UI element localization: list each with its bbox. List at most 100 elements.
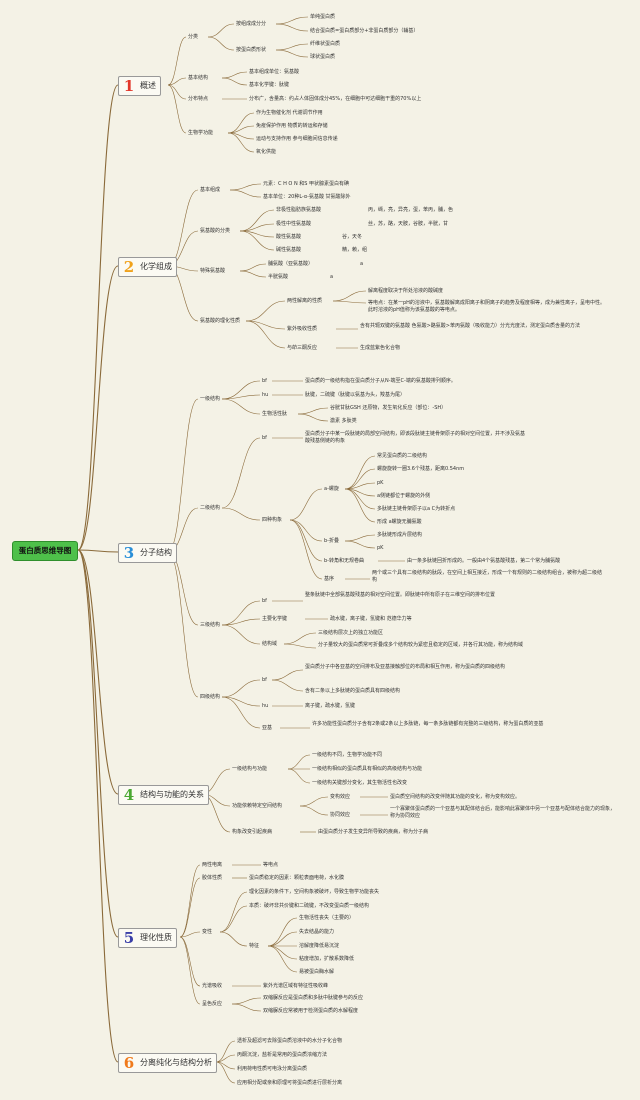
connector-line (275, 43, 309, 51)
connector-line (167, 189, 199, 267)
leaf: 一个寡聚体蛋白质的一个亚基与其配体结合后，能影响此寡聚体中另一个亚基与配体结合能… (390, 806, 616, 819)
tag: bf (262, 677, 267, 683)
connector-line (77, 549, 119, 795)
connector-line (283, 643, 317, 649)
connector-line (167, 36, 187, 86)
connector-line (289, 519, 323, 580)
connector-line (231, 997, 262, 1005)
leaf: 蛋白质分子中某一段肽链的局部空间结构，即该段肽链主链骨架原子的相对空间位置，并不… (305, 431, 526, 444)
connector-line (275, 49, 309, 58)
connector-line (283, 632, 317, 645)
connector-line (231, 1003, 262, 1012)
leaf: 失去结晶的能力 (299, 929, 335, 935)
leaf: 含有共轭双键的氨基酸 色氨酸>酪氨酸>苯丙氨酸（吸收能力）分光光度法，测定蛋白质… (360, 323, 580, 329)
leaf: 易被蛋白酶水解 (299, 969, 335, 975)
connector-line (229, 183, 262, 191)
connector-line (245, 320, 286, 349)
node-spatial-dependence: 功能依赖特定空间结构 (232, 803, 283, 809)
leaf: 含有二条以上多肽链的蛋白质具有四级结构 (305, 688, 401, 694)
connector-line (179, 936, 201, 1005)
connector-line (215, 1061, 236, 1084)
leaf: pK (377, 480, 384, 486)
leaf: 蛋白质稳定的因素：颗粒表面电荷，水化膜 (249, 875, 345, 881)
leaf: 肽键，二硫键（肽键以氨基为头，羧基为尾） (305, 392, 406, 398)
leaf: 一级结构相似的蛋白质具有相似的高级结构与功能 (312, 766, 423, 772)
connector-line (239, 263, 267, 272)
leaf: pK (377, 545, 384, 551)
leaf: 基本组成单位：氨基酸 (249, 69, 300, 75)
node-colloid: 胶体性质 (202, 875, 223, 881)
connector-line (221, 600, 261, 626)
node-cooperative: 协同效应 (330, 812, 351, 818)
leaf: 分子量较大的蛋白质常可折叠成多个结构较为紧密且稳定的区域，并各行其功能，称为结构… (318, 642, 524, 648)
connector-line (221, 380, 261, 400)
connector-line (267, 931, 298, 947)
node-basic-composition: 基本组成 (200, 187, 221, 193)
section-number: 1 (123, 77, 135, 95)
node-four-conformations: 四种构象 (262, 517, 283, 523)
leaf: 基本单位：20种L-α-氨基酸 甘氨酸除外 (263, 194, 351, 200)
leaf: 多肽链主链骨架原子以a C为转折点 (377, 506, 456, 512)
leaf: 透析及超滤可去除蛋白质溶液中的水分子化合物 (237, 1038, 343, 1044)
leaf: 球状蛋白质 (310, 54, 336, 60)
node-distribution: 分布特点 (188, 96, 209, 102)
tag: bf (262, 435, 267, 441)
connector-line (167, 84, 187, 100)
leaf: 应用相分配或亲和原理可将蛋白质进行层析分离 (237, 1080, 343, 1086)
section-number: 6 (123, 1054, 135, 1072)
leaf: 谷，天冬 (342, 234, 363, 240)
connector-line (275, 23, 309, 32)
node-subunit: 亚基 (262, 725, 273, 731)
connector-line (77, 549, 119, 938)
leaf: 蛋白质空间结构的改变伴随其功能的变化，称为变构效应。 (390, 794, 521, 800)
leaf: 整条肽链中全部氨基酸残基的相对空间位置。即肽链中所有原子在三维空间的排布位置 (305, 592, 496, 598)
leaf: 丙酮沉淀，盐析是常用的蛋白质浓缩方法 (237, 1052, 328, 1058)
leaf: a (330, 274, 334, 280)
connector-line (167, 398, 199, 553)
node-primary: 一级结构 (200, 396, 221, 402)
node-main-bonds: 主要化学键 (262, 616, 288, 622)
leaf: 许多功能性蛋白质分子含有2条或2条以上多肽链，每一条多肽链都有完整的三级结构，称… (312, 721, 544, 727)
connector-line (344, 488, 376, 523)
connector-line (239, 209, 275, 232)
leaf: 酸性氨基酸 (276, 234, 302, 240)
section-number: 4 (123, 786, 135, 804)
connector-line (267, 945, 298, 973)
leaf: 极性中性氨基酸 (276, 221, 312, 227)
connector-line (239, 270, 267, 278)
connector-line (344, 468, 376, 490)
node-allosteric: 变构效应 (330, 794, 351, 800)
root-node[interactable]: 蛋白质思维导图 (12, 541, 78, 561)
leaf: 等电点 (263, 862, 279, 868)
tag: hu (262, 392, 269, 398)
connector-line (221, 507, 261, 521)
leaf: 碱性氨基酸 (276, 247, 302, 253)
node-amphoteric-ionization: 两性电离 (202, 862, 223, 868)
connector-line (297, 407, 329, 415)
node-domain: 结构域 (262, 641, 278, 647)
leaf: a (360, 261, 364, 267)
connector-line (344, 482, 376, 490)
node-features: 特征 (249, 943, 260, 949)
leaf: 粘度增加，扩散系数降低 (299, 956, 355, 962)
leaf: 离子键，疏水键，氢键 (305, 703, 356, 709)
connector-line (179, 931, 201, 938)
connector-line (297, 413, 329, 422)
leaf: 元素：C H O N 和S 甲状腺素蛋白有碘 (263, 181, 350, 187)
node-bio-function: 生物学功能 (188, 130, 214, 136)
leaf: 丙，缬，亮，异亮，蛋，苯丙，脯，色 (368, 207, 454, 213)
connector-line (344, 455, 376, 490)
connector-line (229, 189, 262, 198)
connector-line (221, 394, 261, 400)
connector-line (271, 679, 304, 692)
connector-line (299, 805, 329, 816)
connector-line (332, 300, 367, 304)
leaf: 双缩脲反应是蛋白质和多肽中肽键参与的反应 (263, 995, 364, 1001)
